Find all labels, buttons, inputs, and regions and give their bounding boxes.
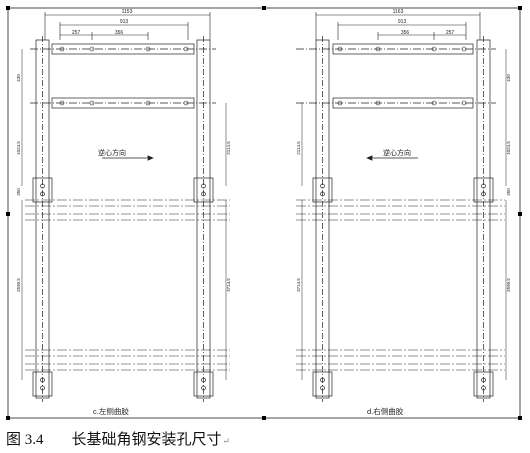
- return-mark: ↵: [222, 436, 231, 446]
- vdim-right-r: 3714.5: [296, 278, 301, 292]
- dim-inner: 913: [120, 19, 129, 25]
- vdim-low-r: 2590.5: [506, 278, 511, 292]
- direction-text-left: 逆心方向: [98, 148, 126, 157]
- mid-bars-right: [296, 199, 505, 371]
- direction-text-right: 逆心方向: [383, 148, 411, 157]
- side-brackets-right: [312, 177, 494, 397]
- vdim-mid2: 2114.5: [226, 141, 231, 155]
- arrow-right-icon: [102, 155, 154, 161]
- arrow-left-icon: [366, 155, 418, 161]
- plates-left: [30, 43, 216, 109]
- dim-seg1: 257: [72, 30, 81, 36]
- mid-bars-left: [25, 199, 230, 371]
- dim-seg1-r: 356: [401, 30, 410, 36]
- panel-label-left: c.左侧曲胶: [93, 406, 129, 416]
- rails-left: [35, 36, 211, 402]
- vdim-mid2-r: 2114.5: [296, 141, 301, 155]
- vdim-side-r: 350: [506, 188, 511, 196]
- panel-right: 1163 913 356 257: [296, 9, 511, 416]
- figure-caption: 图 3.4 长基础角钢安装孔尺寸↵: [6, 428, 230, 449]
- vdim-top: 430: [16, 74, 21, 82]
- bolt-holes-left: [59, 46, 189, 106]
- panel-left: 1153 913 257 356: [16, 9, 231, 416]
- vdims-left: [21, 49, 227, 380]
- vdim-low: 2590.5: [16, 278, 21, 292]
- drawing-frame: [7, 7, 521, 419]
- rails-right: [315, 36, 491, 402]
- panel-label-right: d.右侧曲胶: [367, 406, 404, 416]
- figure-title: 长基础角钢安装孔尺寸: [71, 432, 222, 448]
- vdim-top-r: 430: [506, 74, 511, 82]
- vdims-right: [301, 49, 507, 380]
- bolt-holes-right: [337, 46, 467, 106]
- vdim-right: 3714.5: [226, 278, 231, 292]
- plates-right: [296, 43, 496, 109]
- dim-inner-r: 913: [398, 19, 407, 25]
- dim-seg2-r: 257: [446, 30, 455, 36]
- frame-handles: [6, 6, 522, 420]
- dim-overall-r: 1163: [393, 9, 404, 15]
- vdim-mid1-r: 1024.5: [506, 141, 511, 155]
- vdim-mid1: 1024.5: [16, 141, 21, 155]
- dim-lines-left: [44, 12, 211, 40]
- vdim-side: 350: [16, 188, 21, 196]
- figure-number: 图 3.4: [6, 432, 44, 448]
- dim-lines-right: [315, 12, 481, 40]
- side-brackets-left: [32, 177, 214, 397]
- dim-seg2: 356: [115, 30, 124, 36]
- dim-overall: 1153: [122, 9, 133, 15]
